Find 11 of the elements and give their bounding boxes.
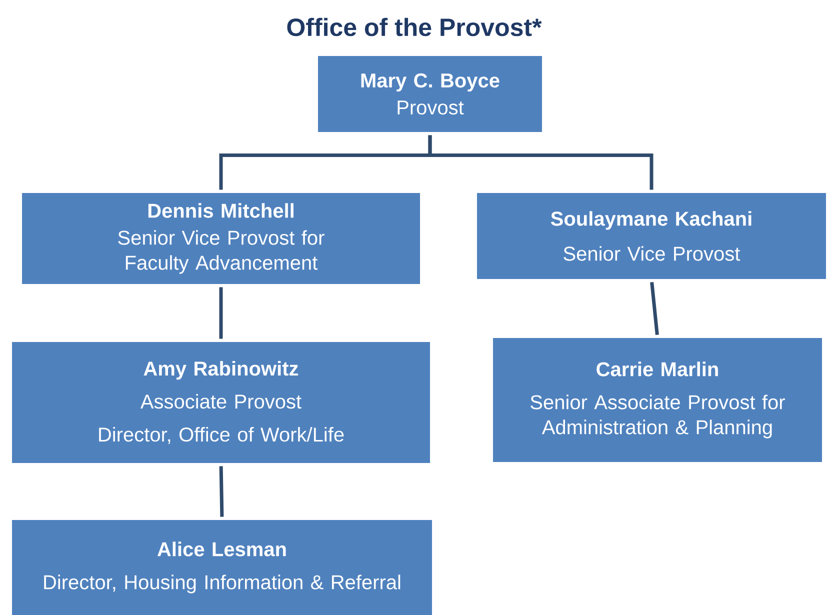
org-box: Soulaymane Kachani Senior Vice Provost xyxy=(477,193,826,279)
org-box: Dennis Mitchell Senior Vice Provost for Faculty Advancement xyxy=(22,193,420,284)
connector-line xyxy=(650,282,659,335)
org-box: Carrie Marlin Senior Associate Provost for Administration & Planning xyxy=(493,338,822,462)
connector-line xyxy=(219,466,224,517)
org-box: Mary C. Boyce Provost xyxy=(318,56,542,132)
title: Office of the Provost* xyxy=(287,18,542,36)
org-box: Alice Lesman Director, Housing Information & Referral xyxy=(12,520,432,615)
connector-line xyxy=(428,135,654,190)
connector-line xyxy=(219,287,223,339)
org-box: Amy Rabinowitz Associate Provost Director, Office of Work/Life xyxy=(12,342,430,463)
